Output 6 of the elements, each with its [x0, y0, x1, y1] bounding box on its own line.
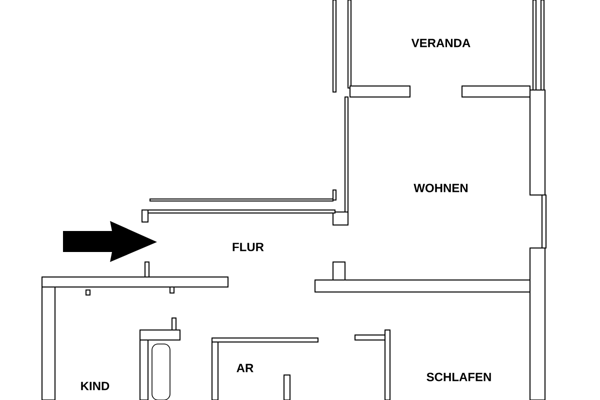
room-label: WOHNEN: [414, 184, 468, 192]
room-label: FLUR: [232, 242, 264, 252]
room-label: SCHLAFEN: [426, 372, 491, 382]
room-label: VERANDA: [411, 38, 470, 48]
room-label: KIND: [81, 382, 110, 390]
room-label: AR: [236, 364, 254, 372]
